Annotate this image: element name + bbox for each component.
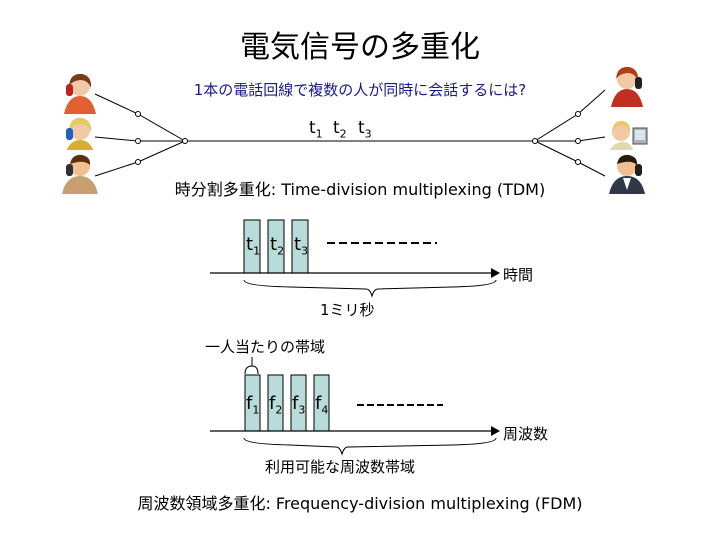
question-text: 1本の電話回線で複数の人が同時に会話するには? <box>193 81 527 99</box>
page-title: 電気信号の多重化 <box>240 30 480 65</box>
period-brace <box>243 279 497 298</box>
frequency-axis-label: 周波数 <box>503 425 549 443</box>
line-slot-label: t1 <box>309 118 323 141</box>
woman-on-phone-icon <box>605 63 649 107</box>
time-axis-arrow <box>491 268 500 278</box>
fdm-slots <box>244 374 330 432</box>
fdm-slot-label: f4 <box>315 393 329 417</box>
woman-on-phone-icon <box>58 70 102 114</box>
line-slot-label: t3 <box>358 118 372 141</box>
tdm-slot-label: t1 <box>246 234 261 258</box>
man-on-phone-icon <box>605 150 649 194</box>
fdm-heading: 周波数領域多重化: Frequency-division multiplexin… <box>137 494 583 513</box>
fdm-slot-label: f3 <box>292 393 306 417</box>
left-fan-lines <box>94 89 606 177</box>
man-on-phone-icon <box>58 150 102 194</box>
bandwidth-brace <box>244 365 259 375</box>
bandwidth-per-person-label: 一人当たりの帯域 <box>205 338 326 356</box>
available-band-label: 利用可能な周波数帯域 <box>265 458 416 476</box>
period-label: 1ミリ秒 <box>320 301 375 319</box>
line-slot-label: t2 <box>333 118 347 141</box>
tdm-heading: 時分割多重化: Time-division multiplexing (TDM) <box>174 180 546 199</box>
tdm-slots <box>243 219 309 274</box>
available-band-brace <box>243 437 497 456</box>
fdm-slot-label: f2 <box>269 393 283 417</box>
tdm-slot-label: t2 <box>270 234 285 258</box>
frequency-axis-arrow <box>491 426 500 436</box>
time-axis-label: 時間 <box>503 266 534 284</box>
tdm-slot-label: t3 <box>294 234 309 258</box>
fdm-slot-label: f1 <box>246 393 260 417</box>
